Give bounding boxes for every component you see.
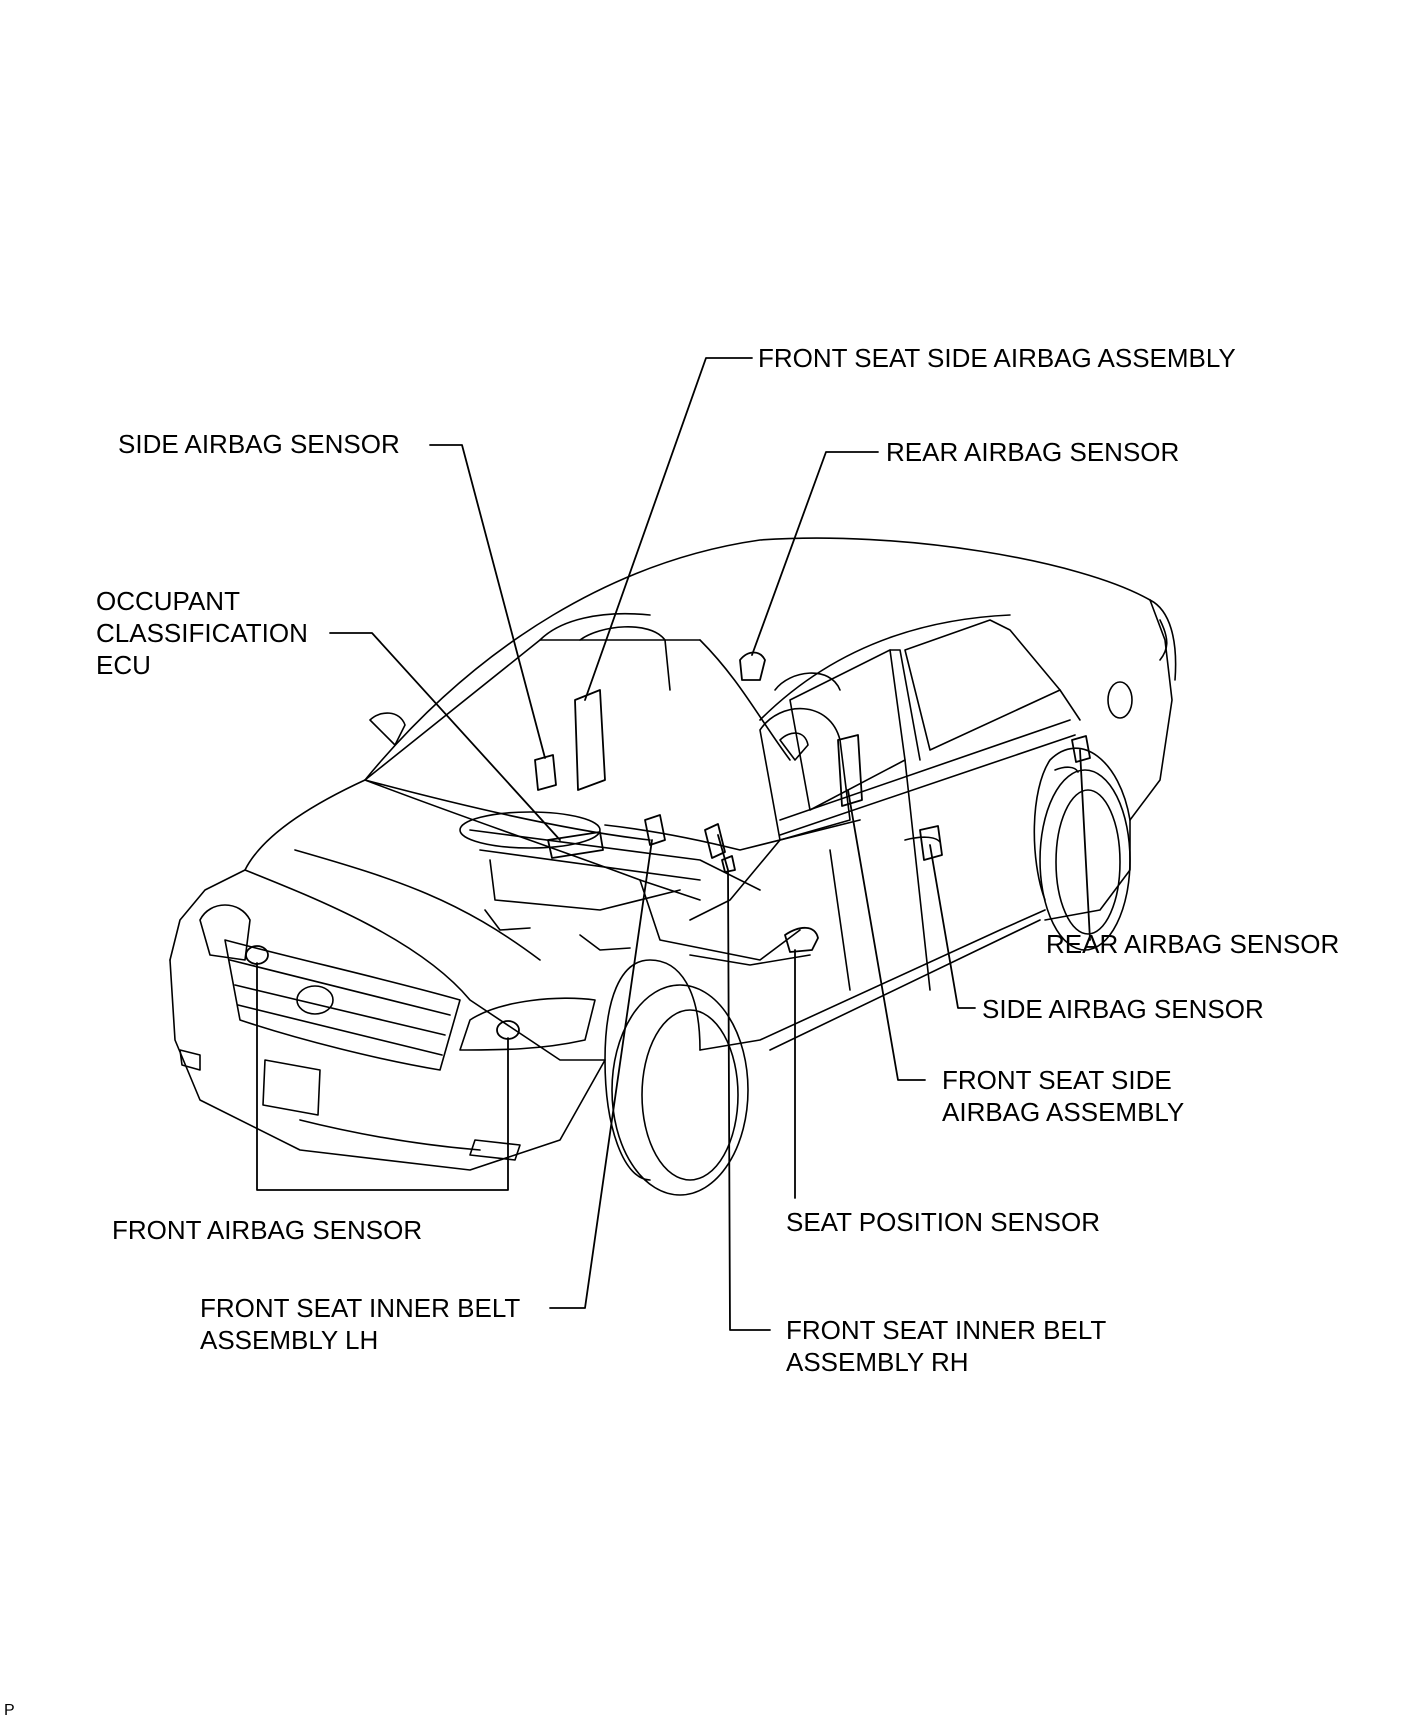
label-front-seat-side-airbag-right: FRONT SEAT SIDE AIRBAG ASSEMBLY: [942, 1065, 1185, 1127]
side-airbag-sensor-right-part: [919, 825, 943, 861]
leader-front-seat-inner-belt-lh: [549, 839, 653, 1309]
label-front-seat-side-airbag-top: FRONT SEAT SIDE AIRBAG ASSEMBLY: [758, 343, 1236, 373]
rear-airbag-sensor-top-part: [739, 651, 766, 681]
front-seat-inner-belt-lh-part: [644, 814, 666, 846]
front-seat-side-airbag-left-part: [574, 689, 606, 791]
component-parts: [245, 651, 1091, 1040]
label-rear-airbag-sensor-top: REAR AIRBAG SENSOR: [886, 437, 1180, 467]
label-side-airbag-sensor-right: SIDE AIRBAG SENSOR: [982, 994, 1264, 1024]
label-seat-position-sensor: SEAT POSITION SENSOR: [786, 1207, 1100, 1237]
leader-lines: [256, 357, 1091, 1331]
corner-mark: P: [4, 1702, 15, 1719]
label-front-airbag-sensor: FRONT AIRBAG SENSOR: [112, 1215, 423, 1245]
leader-side-airbag-sensor-right: [929, 844, 976, 1009]
leader-occupant-classification-ecu: [329, 632, 561, 841]
leader-rear-airbag-sensor-right: [1079, 749, 1091, 941]
leader-front-seat-side-airbag-right: [847, 789, 926, 1081]
leader-front-seat-side-airbag-top: [584, 357, 753, 701]
front-seat-inner-belt-rh-part: [704, 823, 726, 859]
label-front-seat-inner-belt-rh: FRONT SEAT INNER BELT ASSEMBLY RH: [786, 1315, 1107, 1377]
rear-airbag-sensor-right-part: [1071, 735, 1091, 763]
leader-front-seat-inner-belt-rh: [717, 834, 771, 1331]
label-side-airbag-sensor-left: SIDE AIRBAG SENSOR: [118, 429, 400, 459]
side-airbag-sensor-left-part: [534, 754, 557, 791]
label-occupant-classification-ecu: OCCUPANT CLASSIFICATION ECU: [96, 586, 308, 680]
occupant-classification-ecu-part: [547, 831, 604, 859]
leader-front-airbag-sensor: [256, 962, 509, 1191]
interior-details: [459, 626, 861, 966]
seat-position-sensor-part: [784, 926, 819, 953]
leader-rear-airbag-sensor-top: [751, 451, 879, 656]
leader-side-airbag-sensor-left: [429, 444, 546, 759]
label-rear-airbag-sensor-right: REAR AIRBAG SENSOR: [1046, 929, 1340, 959]
label-front-seat-inner-belt-lh: FRONT SEAT INNER BELT ASSEMBLY LH: [200, 1293, 521, 1355]
front-seat-side-airbag-right-part: [837, 734, 863, 807]
